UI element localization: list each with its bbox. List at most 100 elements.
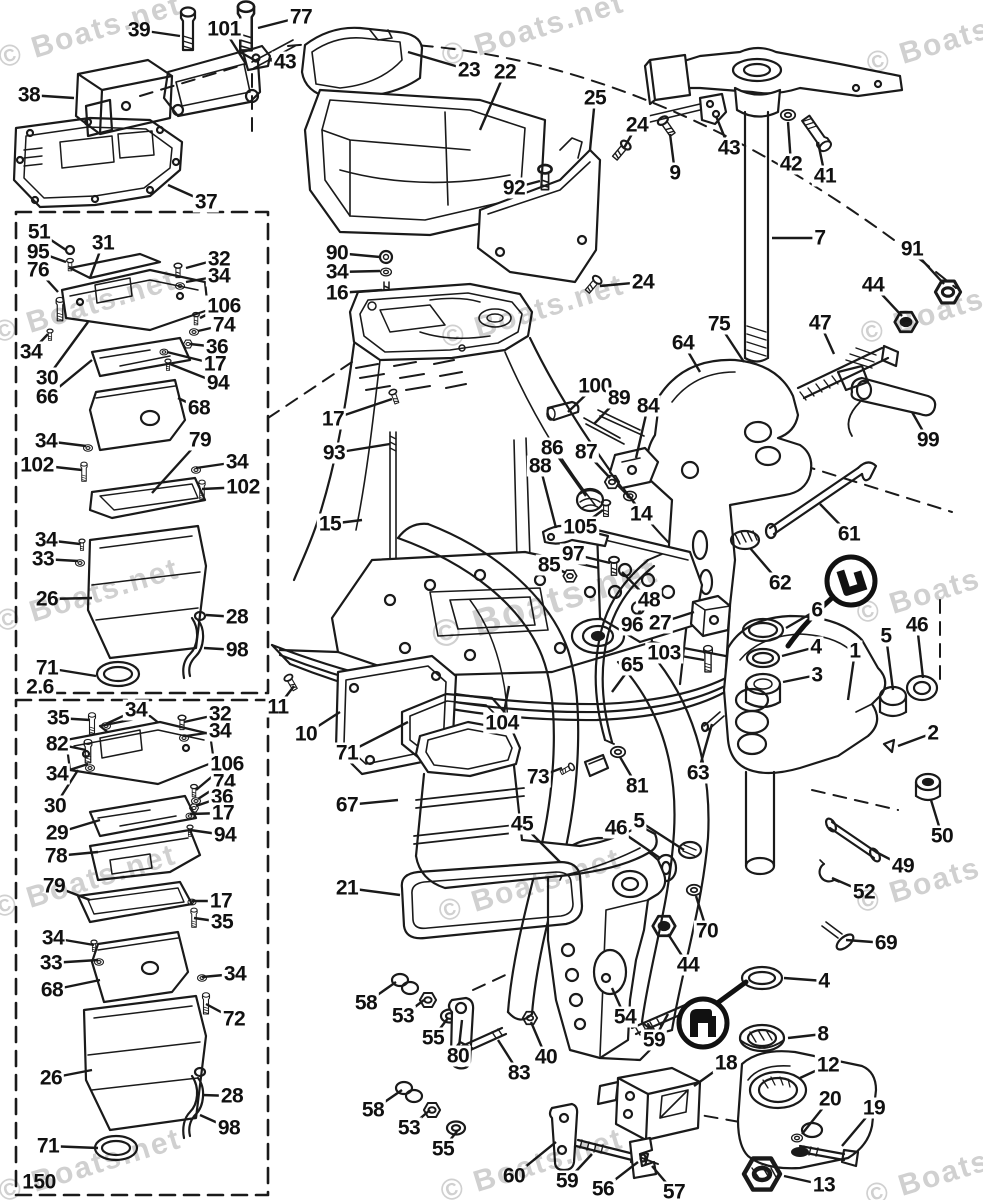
- part-18-mount-block: [596, 1066, 702, 1142]
- callout-7: 7: [812, 226, 828, 250]
- callout-34: 34: [43, 762, 71, 786]
- callout-33: 33: [29, 547, 57, 571]
- callout-34: 34: [39, 926, 67, 950]
- callout-5: 5: [631, 809, 647, 833]
- callout-13: 13: [810, 1173, 838, 1197]
- part-99-link: [836, 347, 937, 437]
- callout-101: 101: [205, 17, 243, 41]
- callout-98: 98: [215, 1116, 243, 1140]
- callout-77: 77: [287, 5, 315, 29]
- callout-81: 81: [623, 774, 651, 798]
- callout-52: 52: [850, 880, 878, 904]
- callout-66: 66: [33, 385, 61, 409]
- part-8-seal: [738, 1023, 786, 1053]
- part-3-bushing: [744, 672, 782, 709]
- callout-71: 71: [333, 741, 361, 765]
- callout-99: 99: [914, 428, 942, 452]
- box2-adapter-stack: [64, 714, 216, 1162]
- callout-79: 79: [186, 428, 214, 452]
- callout-36: 36: [203, 335, 231, 359]
- callout-44: 44: [674, 953, 702, 977]
- part-44-nut-upper: [893, 310, 919, 334]
- callout-43: 43: [271, 50, 299, 74]
- callout-82: 82: [43, 732, 71, 756]
- callout-8: 8: [815, 1022, 831, 1046]
- callout-72: 72: [220, 1007, 248, 1031]
- part-19-bolt: [798, 1144, 860, 1168]
- callout-26: 26: [37, 1066, 65, 1090]
- callout-80: 80: [444, 1044, 472, 1068]
- part-2-clip: [882, 738, 896, 754]
- callout-106: 106: [205, 294, 243, 318]
- callout-28: 28: [223, 605, 251, 629]
- callout-30: 30: [33, 366, 61, 390]
- part-12-mount-housing: [736, 1050, 878, 1170]
- callout-34: 34: [221, 962, 249, 986]
- callout-20: 20: [816, 1087, 844, 1111]
- callout-12: 12: [814, 1053, 842, 1077]
- callout-17: 17: [319, 407, 347, 431]
- callout-103: 103: [645, 641, 683, 665]
- callout-68: 68: [185, 396, 213, 420]
- part-5-bushing-port: [677, 840, 703, 860]
- part-22-lower-cover: [303, 88, 547, 237]
- callout-35: 35: [44, 706, 72, 730]
- callout-59: 59: [640, 1028, 668, 1052]
- callout-31: 31: [89, 231, 117, 255]
- part-54-washer-disc: [592, 948, 628, 996]
- callout-59: 59: [553, 1169, 581, 1193]
- callout-46: 46: [602, 816, 630, 840]
- callout-35: 35: [208, 910, 236, 934]
- callout-50: 50: [928, 824, 956, 848]
- box1-adapter-stack: [60, 252, 210, 688]
- callout-26: 26: [33, 587, 61, 611]
- part-58-bushing-a: [390, 972, 420, 996]
- callout-84: 84: [634, 394, 662, 418]
- callout-6: 6: [809, 598, 825, 622]
- callout-34: 34: [223, 450, 251, 474]
- callout-25: 25: [581, 86, 609, 110]
- callout-9: 9: [667, 161, 683, 185]
- part-101-plate: [162, 50, 262, 118]
- callout-27: 27: [646, 611, 674, 635]
- part-86-spring: [575, 487, 605, 513]
- callout-56: 56: [589, 1177, 617, 1200]
- part-21-seal: [400, 860, 584, 940]
- callout-58: 58: [359, 1098, 387, 1122]
- part-69-screw: [821, 921, 855, 951]
- callout-58: 58: [352, 991, 380, 1015]
- part-84-clamp: [608, 446, 660, 499]
- callout-62: 62: [766, 571, 794, 595]
- callout-42: 42: [777, 152, 805, 176]
- callout-5: 5: [878, 624, 894, 648]
- callout-51: 51: [25, 220, 53, 244]
- callout-97: 97: [559, 542, 587, 566]
- callout-65: 65: [618, 653, 646, 677]
- callout-17: 17: [201, 352, 229, 376]
- callout-70: 70: [693, 919, 721, 943]
- callout-105: 105: [561, 515, 599, 539]
- callout-88: 88: [526, 454, 554, 478]
- callout-83: 83: [505, 1061, 533, 1085]
- callout-69: 69: [872, 931, 900, 955]
- callout-15: 15: [316, 512, 344, 536]
- callout-74: 74: [210, 313, 238, 337]
- callout-19: 19: [860, 1096, 888, 1120]
- callout-38: 38: [15, 83, 43, 107]
- callout-33: 33: [37, 951, 65, 975]
- callout-150: 150: [20, 1170, 58, 1194]
- callout-102: 102: [224, 475, 262, 499]
- part-44-nut-port: [651, 914, 677, 938]
- callout-87: 87: [572, 440, 600, 464]
- part-104-base-flange: [270, 550, 756, 722]
- callout-36: 36: [208, 785, 236, 809]
- callout-100: 100: [576, 374, 614, 398]
- part-56-clip: [628, 1136, 658, 1180]
- callout-76: 76: [24, 258, 52, 282]
- callout-34: 34: [122, 698, 150, 722]
- callout-61: 61: [835, 522, 863, 546]
- callout-92: 92: [500, 176, 528, 200]
- callout-43: 43: [715, 136, 743, 160]
- callout-32: 32: [206, 702, 234, 726]
- callout-53: 53: [395, 1116, 423, 1140]
